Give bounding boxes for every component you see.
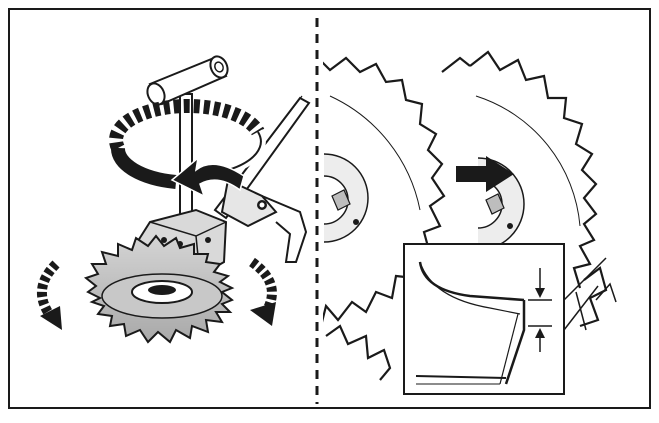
tooth-detail-inset <box>403 243 565 395</box>
rotation-arrow-icon <box>109 99 266 189</box>
socket-wrench-icon <box>146 55 229 229</box>
measurement-marker-icon <box>528 268 552 352</box>
direction-arrow-icon <box>456 156 514 192</box>
inset-leader <box>563 257 607 331</box>
blade-after <box>441 50 617 328</box>
direction-arrow-icon <box>170 156 245 198</box>
blade-rotation-arrow-right <box>248 257 277 326</box>
saw-blade <box>83 234 235 344</box>
right-panel <box>323 50 617 395</box>
blade-rotation-arrow-left <box>36 260 62 330</box>
left-panel <box>36 55 311 344</box>
